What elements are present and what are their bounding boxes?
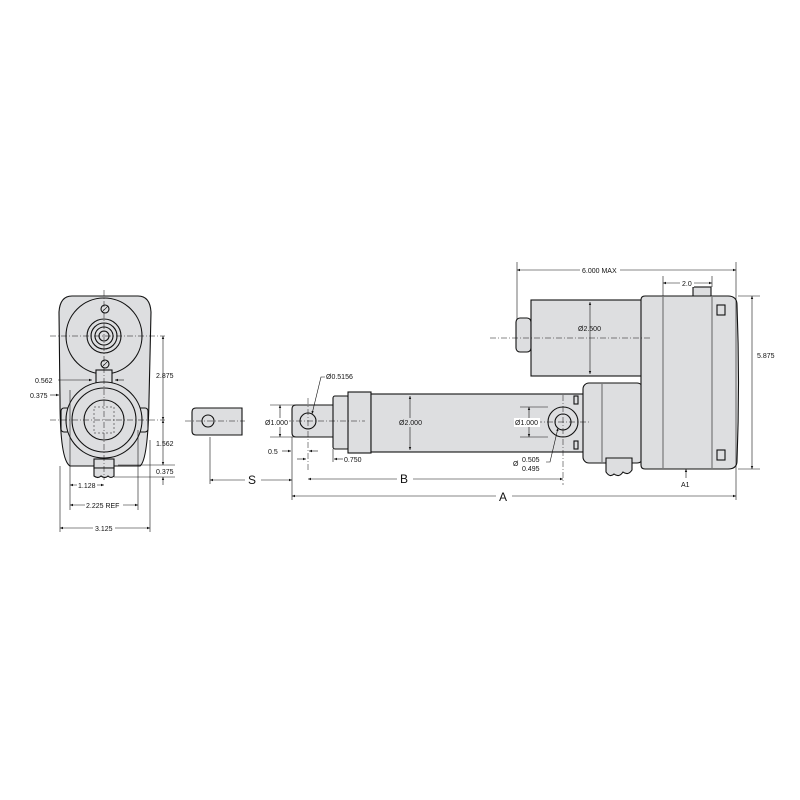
tube-slot — [573, 395, 579, 405]
label-s: S — [248, 473, 256, 487]
dim-0562: 0.562 — [35, 378, 53, 385]
dim-1128: 1.128 — [78, 483, 96, 490]
end-view: 2.875 1.562 0.375 0.562 0.375 1.128 2.22… — [30, 290, 175, 533]
housing-clip — [716, 304, 726, 316]
rod-eye-retracted — [191, 407, 243, 436]
label-b: B — [400, 472, 408, 486]
dia-1000-rod: Ø1.000 — [265, 420, 288, 427]
tol-lower: 0.495 — [522, 466, 540, 473]
dia-symbol: Ø — [513, 461, 519, 468]
dim-0375-left: 0.375 — [30, 393, 48, 400]
motor-nose — [515, 317, 532, 353]
dia-2000: Ø2.000 — [399, 420, 422, 427]
dim-6000-max: 6.000 MAX — [582, 268, 617, 275]
rod-end-retracted: S — [185, 407, 292, 487]
dim-0-750: 0.750 — [344, 457, 362, 464]
label-a1: A1 — [681, 482, 690, 489]
tube-slot — [573, 440, 579, 450]
connector-pins — [93, 467, 115, 479]
dim-5875: 5.875 — [757, 353, 775, 360]
housing-clip — [716, 449, 726, 461]
connector — [605, 457, 633, 477]
dim-3125: 3.125 — [95, 526, 113, 533]
dim-0375-bottom: 0.375 — [156, 469, 174, 476]
dim-2875: 2.875 — [156, 373, 174, 380]
dia-2500: Ø2.500 — [578, 326, 601, 333]
tol-upper: 0.505 — [522, 457, 540, 464]
gearbox-front — [582, 382, 644, 464]
dia-0-5156: Ø0.5156 — [326, 374, 353, 381]
side-view: 6.000 MAX 2.0 5.875 Ø2.500 Ø2.000 Ø1.000… — [265, 262, 778, 504]
dim-0-5: 0.5 — [268, 449, 278, 456]
main-housing — [640, 295, 740, 470]
dia-1000-rear: Ø1.000 — [515, 420, 538, 427]
label-a: A — [499, 490, 507, 504]
dim-2225-ref: 2.225 REF — [86, 503, 119, 510]
dim-2-0: 2.0 — [682, 281, 692, 288]
tube-collar — [347, 391, 372, 454]
rod-collar — [332, 395, 350, 450]
dim-1562: 1.562 — [156, 441, 174, 448]
